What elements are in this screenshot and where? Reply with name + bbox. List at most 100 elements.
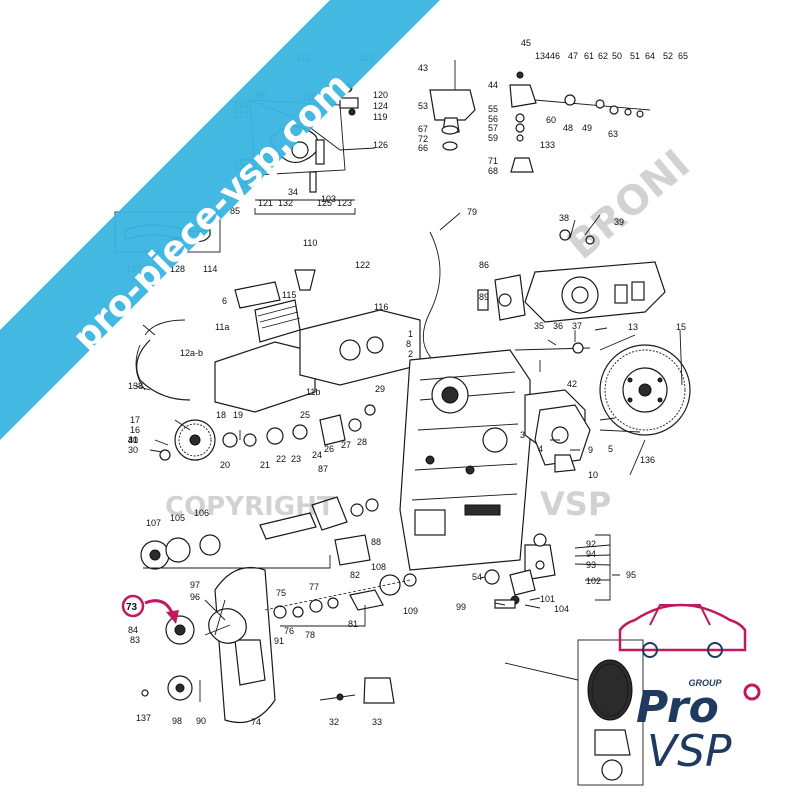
label-84-bracket — [254, 208, 356, 215]
part-label: 92 — [586, 539, 596, 549]
part-label: 65 — [678, 51, 688, 61]
part-label: 22 — [276, 454, 286, 464]
part-label: 24 — [312, 450, 322, 460]
part-label: 110 — [303, 238, 317, 248]
copyright-text: COPYRIGHT — [165, 492, 335, 522]
part-label: 56 — [488, 114, 498, 124]
part-label: 64 — [645, 51, 655, 61]
timing-cover-assembly — [140, 534, 331, 724]
timing-kit-box — [504, 639, 644, 786]
part-label: 125 — [317, 198, 332, 208]
part-number-labels: 1 2 3 4 5 6 8 9 10 11a 11b 12a-b 13 15 1… — [126, 38, 688, 727]
part-label: 89 — [479, 292, 489, 302]
part-label: 77 — [309, 582, 319, 592]
part-label: 28 — [357, 437, 367, 447]
part-label: 40 — [128, 435, 138, 445]
part-label: 52 — [663, 51, 673, 61]
banner-text: pro-piece-vsp.com — [65, 65, 359, 359]
part-label: 137 — [136, 713, 151, 723]
part-label: 84 — [128, 625, 138, 635]
part-label: 2 — [408, 349, 413, 359]
part-label: 107 — [146, 518, 161, 528]
part-label: 72 — [418, 134, 428, 144]
part-label: 11b — [306, 387, 320, 397]
part-label: 53 — [418, 101, 428, 111]
part-label: 16 — [130, 425, 140, 435]
tensioner-group — [477, 274, 526, 321]
part-label: 121 — [258, 198, 273, 208]
part-label: 119 — [373, 112, 387, 122]
part-label: 5 — [608, 444, 613, 454]
part-label: 61 — [584, 51, 594, 61]
logo-pro-text: Pro — [636, 682, 719, 733]
part-label: 12a-b — [180, 348, 203, 358]
part-label: 76 — [284, 626, 294, 636]
logo-vsp-text: VSP — [647, 726, 732, 777]
callout-73-label: 73 — [126, 602, 138, 613]
part-label: 59 — [488, 133, 498, 143]
part-label: 97 — [190, 580, 200, 590]
part-label: 37 — [572, 321, 582, 331]
part-label: 86 — [479, 260, 489, 270]
part-label: 10 — [588, 470, 598, 480]
logo-gear-icon — [743, 683, 761, 701]
part-label: 18 — [216, 410, 226, 420]
thermostat-group — [484, 533, 611, 609]
water-pump-parts — [264, 573, 417, 627]
part-label: 20 — [220, 460, 230, 470]
part-label: 23 — [291, 454, 301, 464]
part-label: 85 — [230, 206, 240, 216]
part-label: 21 — [260, 460, 270, 470]
timing-pulleys — [159, 404, 376, 461]
part-label: 27 — [341, 440, 351, 450]
part-label: 74 — [251, 717, 261, 727]
part-label: 95 — [626, 570, 636, 580]
part-label: 128 — [170, 264, 185, 274]
part-label: 132 — [278, 198, 293, 208]
part-label: 133 — [540, 140, 555, 150]
part-label: 101 — [540, 594, 555, 604]
part-label: 29 — [375, 384, 385, 394]
part-label: 114 — [203, 264, 217, 274]
part-label: 57 — [488, 123, 498, 133]
part-label: 136 — [640, 455, 655, 465]
part-label: 105 — [170, 513, 185, 523]
callout-arrowhead — [166, 610, 179, 624]
part-label: 4 — [538, 444, 543, 454]
part-label: 25 — [300, 410, 310, 420]
logo-group-text: GROUP — [688, 678, 722, 688]
part-label: 30 — [128, 445, 138, 455]
part-label: 90 — [196, 716, 206, 726]
part-label: 15 — [676, 322, 686, 332]
part-label: 63 — [608, 129, 618, 139]
part-label: 87 — [318, 464, 328, 474]
callout-73: 73 — [121, 594, 179, 624]
exhaust-manifold — [524, 229, 666, 323]
part-label: 26 — [324, 444, 334, 454]
part-label: 34 — [288, 187, 298, 197]
part-label: 93 — [586, 560, 596, 570]
vsp-watermark-text: VSP — [540, 485, 611, 523]
part-label: 98 — [172, 716, 182, 726]
part-label: 94 — [586, 549, 596, 559]
part-label: 35 — [534, 321, 544, 331]
part-label: 33 — [372, 717, 382, 727]
part-label: 122 — [355, 260, 370, 270]
part-label: 46 — [550, 51, 560, 61]
part-label: 45 — [521, 38, 531, 48]
part-label: 83 — [130, 635, 140, 645]
part-label: 103 — [321, 194, 336, 204]
part-label: 9 — [588, 445, 593, 455]
part-label: 104 — [554, 604, 569, 614]
oil-filter-group — [319, 677, 395, 704]
part-label: 41 — [128, 435, 138, 445]
oil-pump-shaft — [259, 496, 379, 566]
part-label: 88 — [371, 537, 381, 547]
part-label: 116 — [374, 302, 388, 312]
part-label: 60 — [546, 115, 556, 125]
part-label: 36 — [553, 321, 563, 331]
part-label: 13 — [628, 322, 638, 332]
part-label: 71 — [488, 156, 498, 166]
part-label: 75 — [276, 588, 286, 598]
